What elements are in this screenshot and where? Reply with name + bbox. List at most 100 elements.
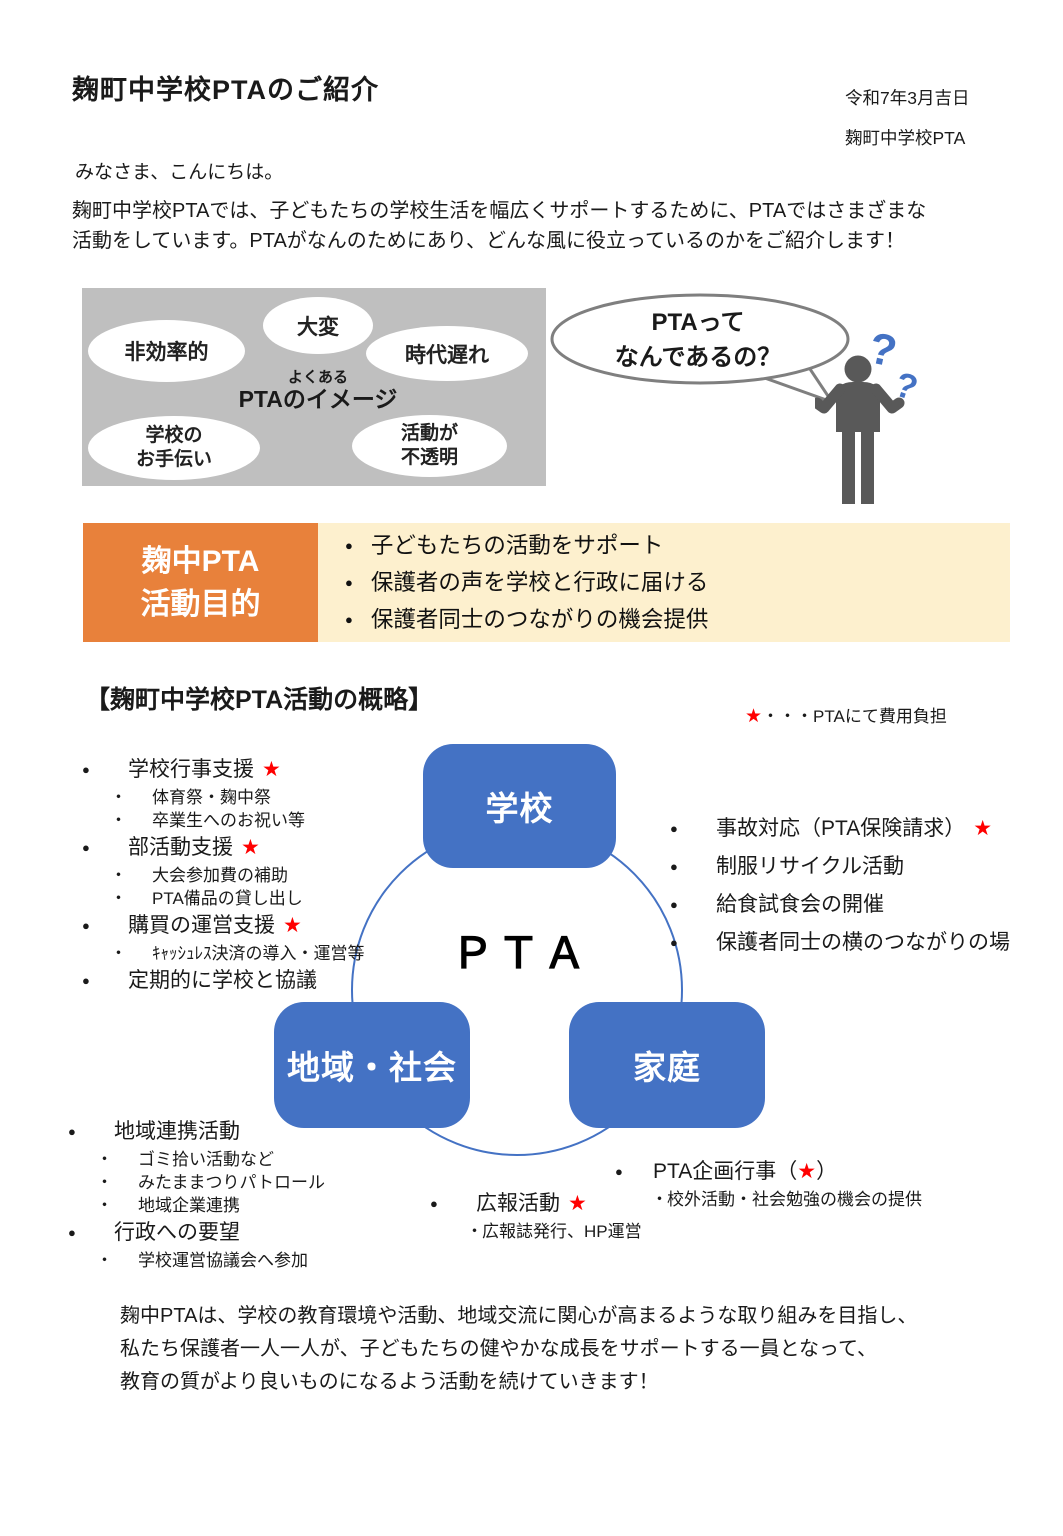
school-support-list: ●学校行事支援★ ・体育祭・麹中祭 ・卒業生へのお祝い等 ●部活動支援★ ・大会… [80, 754, 365, 997]
home-support-list: ●事故対応（PTA保険請求）★ ●制服リサイクル活動 ●給食試食会の開催 ●保護… [668, 815, 1010, 967]
sub-bullet-icon: ・ [110, 889, 127, 908]
diagram-box-school: 学校 [423, 744, 616, 868]
star-icon: ★ [262, 758, 281, 781]
diagram-center-label: ＰＴＡ [451, 930, 589, 978]
list-item-label: 学校行事支援 [128, 758, 254, 781]
speech-bubble-body [550, 293, 850, 385]
list-subitem: ・ 大会参加費の補助 [80, 864, 365, 887]
closing-line-2: 私たち保護者一人一人が、子どもたちの健やかな成長をサポートする一員となって、 [120, 1338, 877, 1360]
person-torso [836, 382, 880, 432]
list-item-label: 部活動支援 [128, 836, 233, 859]
page-title: 麹町中学校PTAのご紹介 [72, 75, 379, 105]
image-bubble-taihen: 大変 [263, 297, 373, 354]
document-date: 令和7年3月吉日 [845, 88, 970, 108]
image-bubble-outdated: 時代遅れ [366, 326, 528, 381]
bullet-icon: ● [68, 1225, 76, 1240]
purpose-item: ● 保護者同士のつながりの機会提供 [345, 601, 1010, 638]
person-left-arm [815, 383, 846, 414]
closing-paragraph: 麹中PTAは、学校の教育環境や活動、地域交流に関心が高まるような取り組みを目指し… [120, 1300, 917, 1399]
subitem-label: 地域企業連携 [138, 1196, 240, 1215]
purpose-item: ● 子どもたちの活動をサポート [345, 527, 1010, 564]
purpose-banner-items: ● 子どもたちの活動をサポート ● 保護者の声を学校と行政に届ける ● 保護者同… [318, 523, 1010, 642]
bullet-icon: ● [345, 575, 353, 590]
list-item-label: 購買の運営支援 [128, 914, 275, 937]
bullet-icon: ● [615, 1164, 623, 1179]
sub-bullet-icon: ・ [466, 1222, 483, 1241]
star-icon: ★ [973, 817, 993, 840]
list-subitem: ・ みたままつりパトロール [66, 1171, 325, 1194]
list-subitem: ・ｷｬｯｼｭﾚｽ決済の導入・運営等 [80, 942, 365, 965]
list-subitem: ・卒業生へのお祝い等 [80, 809, 365, 832]
list-item: ●制服リサイクル活動 [668, 853, 1010, 881]
star-icon: ★ [568, 1192, 587, 1215]
sub-bullet-icon: ・ [96, 1196, 113, 1215]
bullet-icon: ● [430, 1196, 438, 1211]
diagram-box-label: 家庭 [633, 1049, 701, 1086]
sub-bullet-icon: ・ [96, 1251, 113, 1270]
list-item-label: 制服リサイクル活動 [716, 855, 904, 878]
intro-line-2: 活動をしています。PTAがなんのためにあり、どんな風に役立っているのかをご紹介し… [72, 230, 906, 252]
pta-image-box: 大変 非効率的 時代遅れ よくある PTAのイメージ 学校の お手伝い 活動が … [82, 288, 546, 486]
section-heading: 【麹町中学校PTA活動の概略】 [85, 686, 434, 714]
list-item: ●PTA企画行事（★） [613, 1158, 922, 1186]
person-head [844, 355, 872, 383]
closing-line-1: 麹中PTAは、学校の教育環境や活動、地域交流に関心が高まるような取り組みを目指し… [120, 1305, 918, 1327]
list-item-label: 地域連携活動 [114, 1120, 240, 1143]
bubble-label: 非効率的 [124, 341, 209, 364]
list-item-label: 定期的に学校と協議 [128, 969, 317, 992]
intro-paragraph: 麹町中学校PTAでは、子どもたちの学校生活を幅広くサポートするために、PTAでは… [72, 196, 926, 256]
purpose-item-label: 子どもたちの活動をサポート [370, 533, 664, 558]
bullet-icon: ● [68, 1124, 76, 1139]
bubble-label-line2: お手伝い [135, 449, 212, 470]
bullet-icon: ● [82, 918, 90, 933]
greeting-text: みなさま、こんにちは。 [75, 162, 284, 183]
list-item-label: 広報活動 [476, 1192, 560, 1215]
diagram-box-home: 家庭 [569, 1002, 765, 1128]
star-icon: ★ [797, 1160, 817, 1183]
star-icon: ★ [241, 836, 260, 859]
person-right-leg [861, 430, 874, 504]
speech-line-1: PTAって [651, 309, 745, 336]
purpose-banner-label: 麹中PTA 活動目的 [83, 523, 318, 642]
list-subitem: ・ 地域企業連携 [66, 1194, 325, 1217]
image-bubble-inefficient: 非効率的 [88, 320, 245, 382]
purpose-label-line1: 麹中PTA [141, 544, 260, 578]
bubble-label-line1: 活動が [400, 423, 458, 444]
star-icon: ★ [745, 706, 763, 727]
list-subitem: ・ PTA備品の貸し出し [80, 887, 365, 910]
list-item-label: 事故対応（PTA保険請求） [716, 817, 966, 840]
speech-bubble [550, 293, 850, 404]
bullet-icon: ● [670, 821, 678, 836]
person-left-leg [842, 430, 855, 504]
intro-line-1: 麹町中学校PTAでは、子どもたちの学校生活を幅広くサポートするために、PTAでは… [72, 200, 927, 222]
sub-bullet-icon: ・ [110, 866, 127, 885]
subitem-label: みたままつりパトロール [138, 1173, 325, 1192]
cost-legend: ★・・・PTAにて費用負担 [745, 702, 947, 728]
bullet-icon: ● [670, 897, 678, 912]
list-item: ●学校行事支援★ [80, 756, 365, 784]
subitem-label: 校外活動・社会勉強の機会の提供 [667, 1190, 922, 1209]
subitem-label: PTA備品の貸し出し [152, 889, 303, 908]
list-item: ● 定期的に学校と協議 [80, 967, 365, 995]
list-subitem: ・広報誌発行、HP運営 [428, 1220, 642, 1243]
subitem-label: 大会参加費の補助 [152, 866, 288, 885]
subitem-label: 卒業生へのお祝い等 [152, 811, 305, 830]
sub-bullet-icon: ・ [96, 1150, 113, 1169]
list-item: ●購買の運営支援★ [80, 912, 365, 940]
sub-bullet-icon: ・ [96, 1173, 113, 1192]
sub-bullet-icon: ・ [110, 788, 127, 807]
image-bubble-school-helper: 学校の お手伝い [88, 416, 260, 480]
bullet-icon: ● [82, 973, 90, 988]
list-item-label-suffix: ） [816, 1160, 838, 1183]
pr-activity-block: ● 広報活動 ★ ・広報誌発行、HP運営 [428, 1188, 642, 1243]
subitem-label: 広報誌発行、HP運営 [482, 1222, 642, 1241]
community-activity-list: ●地域連携活動 ・ゴミ拾い活動など ・みたままつりパトロール ・地域企業連携 ●… [66, 1116, 325, 1272]
caption-small: よくある [287, 369, 348, 386]
sub-bullet-icon: ・ [651, 1190, 668, 1209]
list-item: ● 行政への要望 [66, 1219, 325, 1247]
diagram-box-label: 地域・社会 [287, 1049, 457, 1086]
subitem-label: ｷｬｯｼｭﾚｽ決済の導入・運営等 [152, 944, 365, 963]
subitem-label: 学校運営協議会へ参加 [138, 1251, 308, 1270]
list-item-label: 行政への要望 [114, 1221, 240, 1244]
